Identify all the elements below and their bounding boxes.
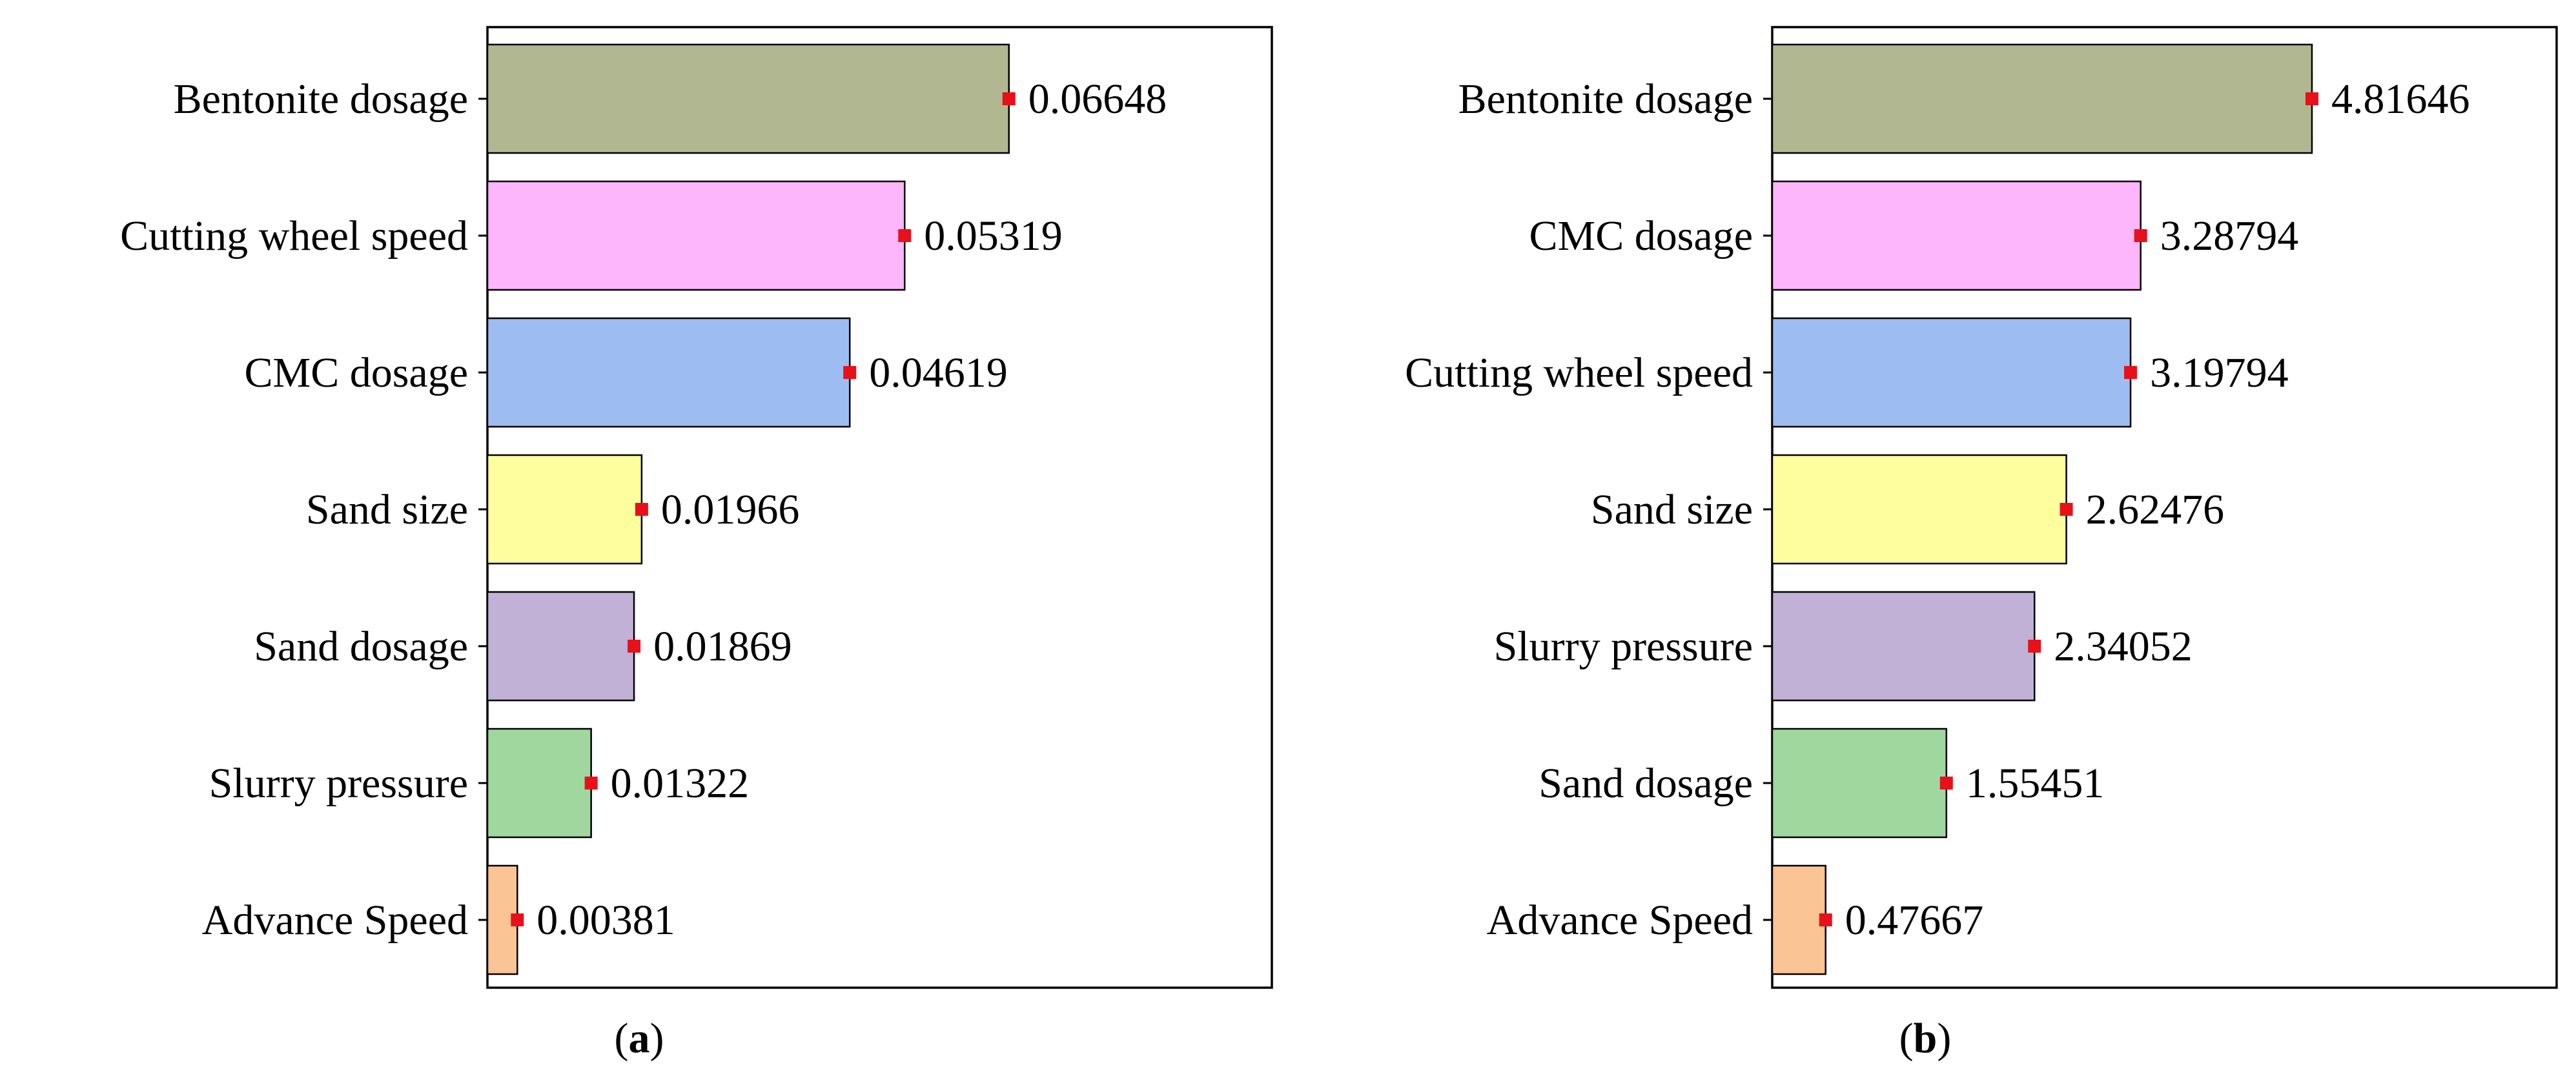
bar [1771,864,1826,975]
data-label: 0.01869 [653,623,792,670]
value-marker [1002,92,1016,105]
data-label: 3.28794 [2160,212,2299,260]
value-marker [898,229,912,242]
category-label: Sand size [306,486,468,533]
value-marker [2124,366,2138,379]
category-label: Sand dosage [1538,760,1753,807]
data-label: 0.05319 [924,212,1063,260]
value-marker [2028,640,2041,653]
value-marker [1939,777,1953,790]
bar [486,728,592,839]
category-label: Slurry pressure [1494,623,1753,670]
value-marker [628,640,641,653]
data-label: 4.81646 [2331,76,2470,123]
category-label: CMC dosage [1529,212,1753,260]
value-marker [843,366,857,379]
value-marker [584,777,598,790]
bar [486,180,906,291]
value-marker [511,913,524,926]
bar [486,454,643,565]
data-label: 0.00381 [537,897,675,944]
data-label: 3.19794 [2150,349,2289,396]
data-label: 0.04619 [869,349,1008,396]
bar [1771,728,1948,839]
value-marker [2134,229,2147,242]
data-label: 1.55451 [1966,760,2105,807]
data-label: 2.34052 [2054,623,2193,670]
category-label: Cutting wheel speed [120,212,468,260]
category-label: Slurry pressure [209,760,468,807]
data-label: 0.06648 [1028,76,1167,123]
data-label: 0.01966 [661,486,800,533]
bar [486,317,851,428]
category-label: Cutting wheel speed [1405,349,1753,396]
category-label: Bentonite dosage [174,76,468,123]
category-label: Advance Speed [202,897,468,944]
value-marker [635,503,648,516]
bar [1771,180,2142,291]
category-label: Sand size [1591,486,1753,533]
bar [1771,591,2036,702]
bar [1771,454,2067,565]
data-label: 2.62476 [2086,486,2225,533]
bar [486,591,635,702]
category-label: Bentonite dosage [1458,76,1753,123]
bar [486,43,1010,154]
value-marker [2305,92,2318,105]
category-label: CMC dosage [245,349,469,396]
data-label: 0.47667 [1845,897,1984,944]
data-label: 0.01322 [611,760,750,807]
value-marker [2060,503,2073,516]
panel-caption: (a) [615,1015,664,1062]
value-marker [1819,913,1832,926]
category-label: Advance Speed [1487,897,1753,944]
panel-caption: (b) [1899,1015,1952,1062]
bar [1771,317,2132,428]
category-label: Sand dosage [254,623,468,670]
bar [1771,43,2313,154]
